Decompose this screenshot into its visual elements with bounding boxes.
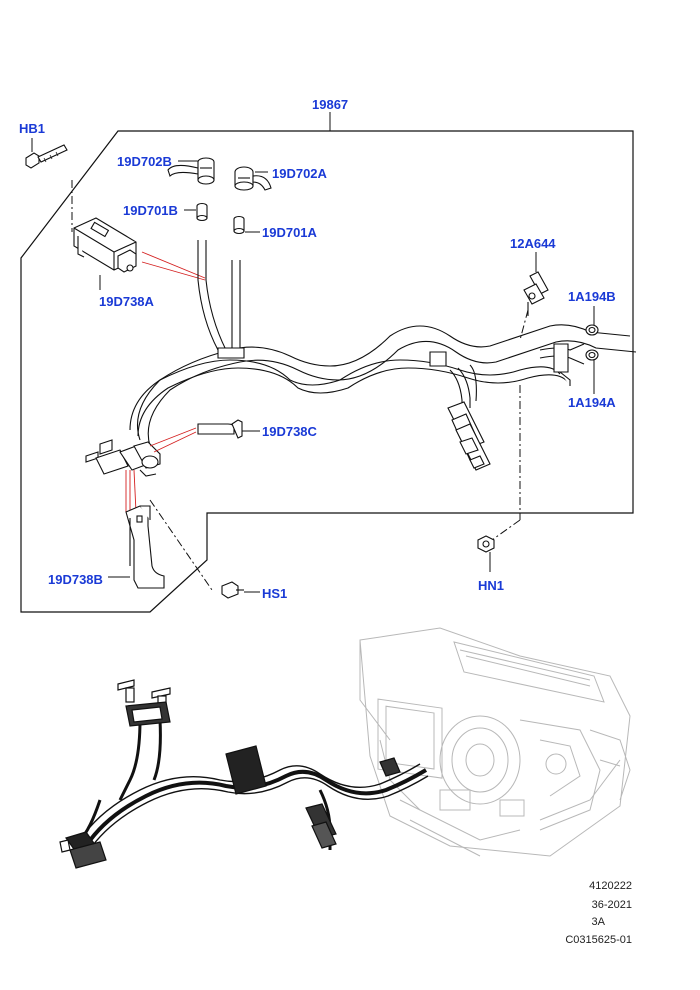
hvac-unit-ghost	[359, 627, 631, 857]
callout-19d701b[interactable]: 19D701B	[123, 203, 178, 218]
callout-1a194a[interactable]: 1A194A	[568, 395, 616, 410]
callout-19d738b[interactable]: 19D738B	[48, 572, 103, 587]
nut-hn1	[477, 535, 495, 553]
callout-19d738a[interactable]: 19D738A	[99, 294, 154, 309]
sensor-12a644	[523, 271, 549, 316]
bracket-19d738b	[125, 505, 165, 589]
clip-19d738c	[197, 419, 243, 439]
footer-ref-3: 3A	[591, 916, 605, 928]
footer-ref-4: C0315625-01	[565, 934, 632, 946]
12a644-centerline	[519, 309, 529, 341]
footer-ref-2: 36-2021	[591, 899, 632, 911]
callout-19d702b[interactable]: 19D702B	[117, 154, 172, 169]
assembly-frame	[20, 130, 634, 613]
cap-1a194b	[585, 324, 599, 336]
callout-1a194b[interactable]: 1A194B	[568, 289, 616, 304]
bolt-hb1	[25, 138, 68, 169]
red-leader-b2	[133, 469, 137, 513]
harness-lower-parts	[59, 679, 401, 869]
red-leader-c2	[153, 431, 197, 453]
callout-19d738c[interactable]: 19D738C	[262, 424, 317, 439]
vacuum-hose-assembly	[129, 240, 637, 447]
fitting-19d701b	[196, 202, 208, 222]
callout-hn1[interactable]: HN1	[478, 578, 505, 593]
red-leader-c1	[149, 427, 197, 447]
callout-19867[interactable]: 19867	[312, 97, 349, 112]
red-leader-a2	[141, 261, 206, 281]
cap-1a194a	[585, 349, 599, 361]
hn1-centerline-2	[491, 519, 521, 541]
connector-19d702a	[234, 166, 272, 191]
footer-ref-1: 4120222	[589, 880, 632, 892]
callout-12a644[interactable]: 12A644	[510, 236, 556, 251]
sensor-19d738a	[73, 217, 137, 273]
callout-19d701a[interactable]: 19D701A	[262, 225, 317, 240]
hose-clip	[217, 343, 571, 386]
harness-connector-right	[447, 401, 491, 471]
bracket-centerline	[149, 499, 213, 591]
callout-19d702a[interactable]: 19D702A	[272, 166, 327, 181]
solenoid-valve-left	[85, 439, 161, 477]
callout-hb1[interactable]: HB1	[19, 121, 46, 136]
callout-hs1[interactable]: HS1	[262, 586, 288, 601]
connector-19d702b	[167, 157, 215, 185]
red-leader-a1	[141, 251, 206, 279]
fitting-19d701a	[233, 215, 245, 235]
screw-hs1	[221, 581, 244, 599]
